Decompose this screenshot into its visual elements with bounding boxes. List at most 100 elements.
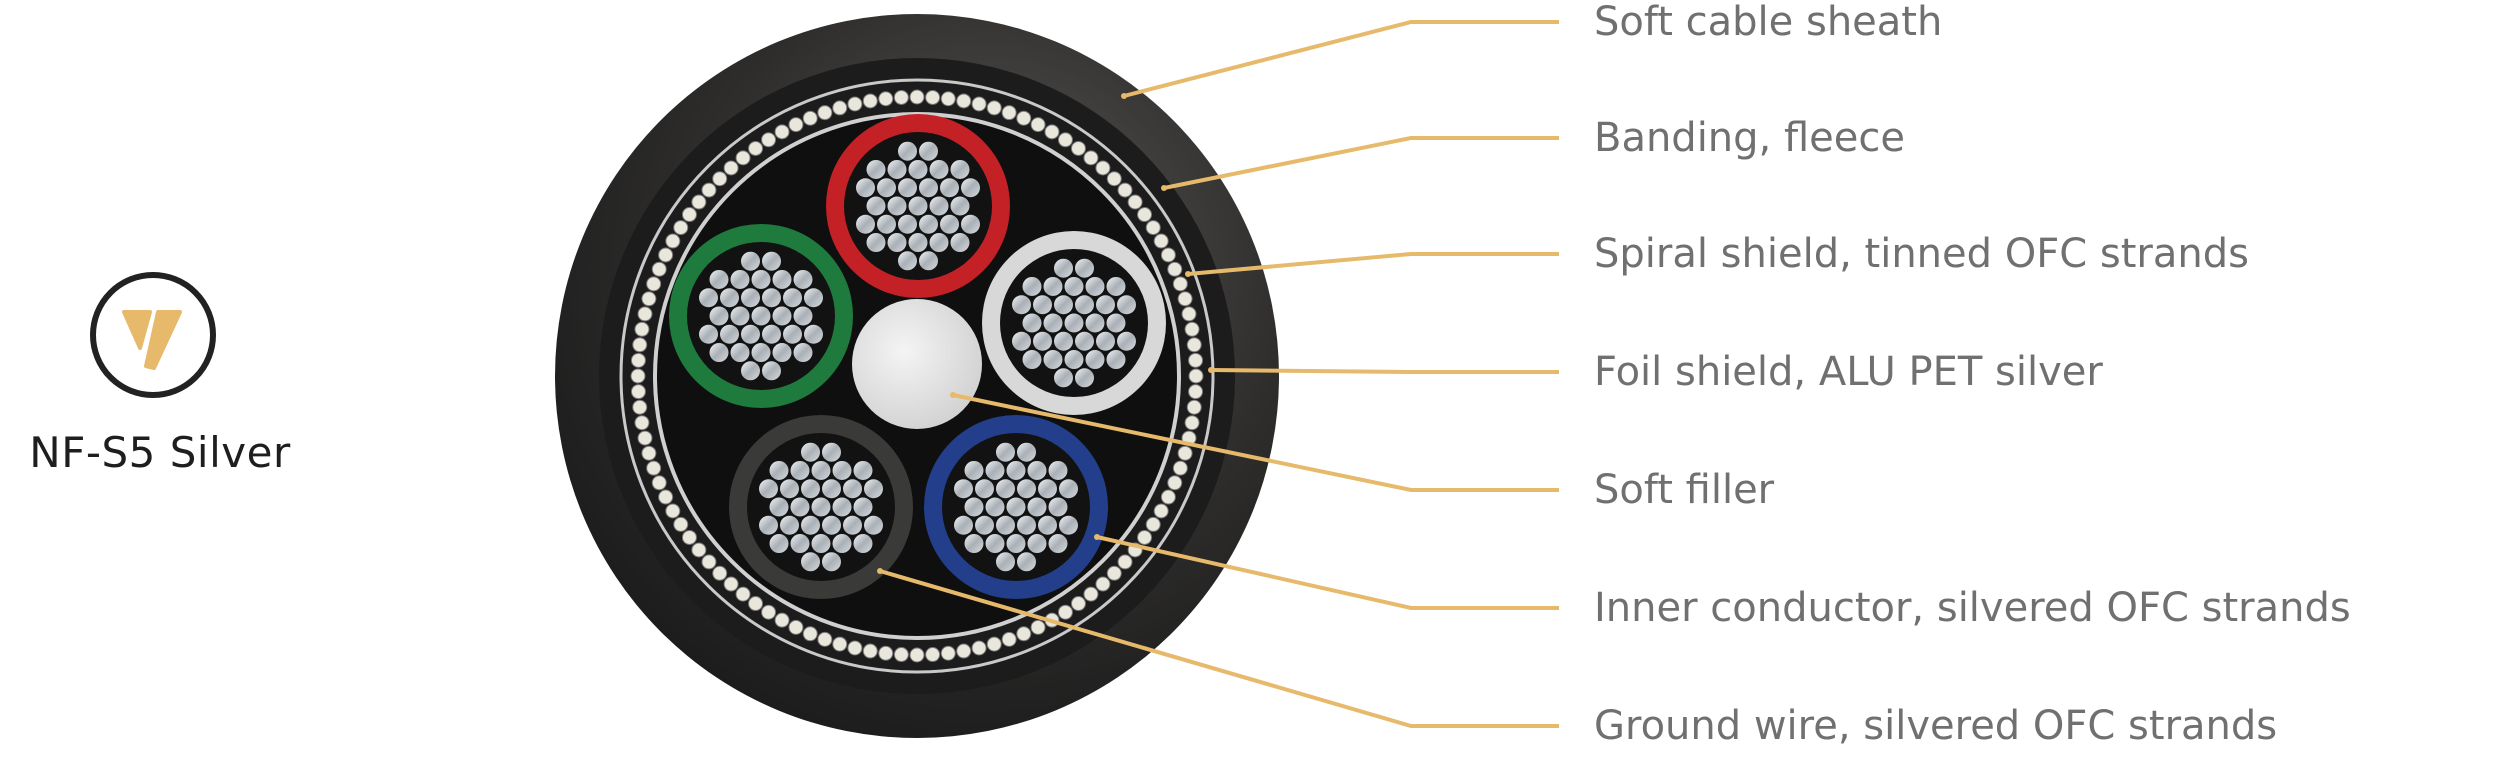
conductor-strand xyxy=(1048,534,1068,554)
conductor-strand xyxy=(709,306,729,326)
conductor-strand xyxy=(741,361,760,381)
conductor-strand xyxy=(762,324,781,344)
conductor-strand xyxy=(964,534,984,554)
conductor-strand xyxy=(741,288,760,308)
shield-strand xyxy=(748,140,764,156)
conductor-strand xyxy=(919,178,938,198)
shield-strand xyxy=(1186,399,1202,415)
conductor-strand xyxy=(1075,368,1094,388)
shield-strand xyxy=(1016,110,1032,126)
conductor-strand xyxy=(985,534,1005,554)
conductor-strand xyxy=(1027,497,1047,517)
conductor-strand xyxy=(887,196,907,216)
shield-strand xyxy=(940,91,956,107)
conductor-strand xyxy=(790,497,810,517)
conductor-strand xyxy=(919,214,938,234)
conductor-strand xyxy=(898,141,917,161)
conductor-strand xyxy=(793,343,813,363)
conductor-strand xyxy=(1096,295,1115,315)
shield-strand xyxy=(634,415,650,431)
conductor-strand xyxy=(1054,258,1073,278)
conductor-strand xyxy=(751,306,771,326)
conductor-strand xyxy=(908,233,928,253)
shield-strand xyxy=(940,645,956,661)
shield-strand xyxy=(817,105,833,121)
shield-strand xyxy=(1137,207,1153,223)
conductor-strand xyxy=(1106,276,1126,296)
shield-strand xyxy=(1172,276,1188,292)
conductor-strand xyxy=(1054,368,1073,388)
shield-strand xyxy=(802,626,818,642)
conductor-strand xyxy=(699,324,718,344)
conductor-strand xyxy=(801,479,820,499)
conductor-strand xyxy=(1075,331,1094,351)
shield-strand xyxy=(658,247,674,263)
conductor-strand xyxy=(1048,460,1068,480)
conductor-strand xyxy=(919,141,938,161)
conductor-strand xyxy=(801,552,820,572)
shield-strand xyxy=(1167,475,1183,491)
conductor-strand xyxy=(1059,515,1078,535)
conductor-strand xyxy=(1106,313,1126,333)
conductor-strand xyxy=(961,178,980,198)
shield-strand xyxy=(1188,352,1204,368)
conductor-strand xyxy=(811,497,831,517)
conductor-black xyxy=(729,415,913,599)
conductor-strand xyxy=(853,497,873,517)
leader-dot xyxy=(877,568,883,574)
shield-strand xyxy=(1160,247,1176,263)
shield-strand xyxy=(971,96,987,112)
conductor-strand xyxy=(783,288,802,308)
conductor-red xyxy=(826,114,1010,298)
shield-strand xyxy=(832,100,848,116)
shield-strand xyxy=(691,542,707,558)
leader-dot xyxy=(1161,185,1167,191)
shield-strand xyxy=(1167,261,1183,277)
shield-strand xyxy=(1137,529,1153,545)
conductor-strand xyxy=(783,324,802,344)
spiral-shield-strands xyxy=(630,89,1204,663)
conductor-strand xyxy=(751,269,771,289)
conductor-green xyxy=(669,224,853,408)
conductor-strand xyxy=(699,288,718,308)
shield-strand xyxy=(701,554,717,570)
conductor-strand xyxy=(1075,258,1094,278)
shield-strand xyxy=(817,631,833,647)
conductor-strand xyxy=(950,233,970,253)
shield-strand xyxy=(1016,626,1032,642)
conductor-strand xyxy=(790,534,810,554)
brand-logo-icon xyxy=(90,272,216,398)
conductor-strand xyxy=(772,343,792,363)
conductor-strand xyxy=(759,515,778,535)
conductor-strand xyxy=(964,497,984,517)
conductor-strand xyxy=(866,196,886,216)
shield-strand xyxy=(665,233,681,249)
conductor-strand xyxy=(985,460,1005,480)
conductor-strand xyxy=(1096,331,1115,351)
conductor-strand xyxy=(856,178,875,198)
conductor-strand xyxy=(762,288,781,308)
shield-strand xyxy=(1127,194,1143,210)
shield-strand xyxy=(658,489,674,505)
conductor-strand xyxy=(985,497,1005,517)
shield-strand xyxy=(632,399,648,415)
leader-dot xyxy=(950,392,956,398)
shield-strand xyxy=(878,91,894,107)
conductor-strand xyxy=(866,233,886,253)
conductor-strand xyxy=(769,497,789,517)
shield-strand xyxy=(774,124,790,140)
shield-strand xyxy=(712,565,728,581)
conductor-strand xyxy=(730,306,750,326)
conductor-strand xyxy=(1064,350,1084,370)
shield-strand xyxy=(802,110,818,126)
conductor-strand xyxy=(961,214,980,234)
conductor-strand xyxy=(864,515,883,535)
leader-line xyxy=(1210,368,1559,374)
shield-strand xyxy=(862,643,878,659)
shield-strand xyxy=(641,291,657,307)
shield-strand xyxy=(1177,445,1193,461)
shield-strand xyxy=(971,640,987,656)
conductor-strand xyxy=(887,159,907,179)
conductor-strand xyxy=(950,196,970,216)
conductor-strand xyxy=(1064,276,1084,296)
